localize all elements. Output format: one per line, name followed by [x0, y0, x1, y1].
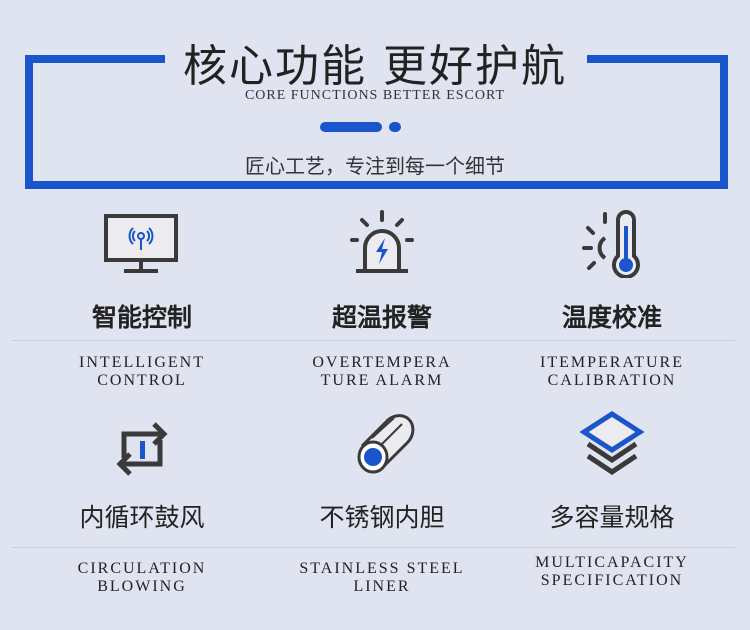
- page-title: 核心功能 更好护航: [183, 41, 567, 92]
- feature-title: 不锈钢内胆: [319, 503, 445, 532]
- decor-bar: [320, 122, 382, 132]
- thermometer-sun-icon: [582, 210, 640, 278]
- decor-dot: [389, 122, 401, 132]
- divider: [12, 547, 735, 548]
- feature-en-line: CIRCULATION: [77, 560, 207, 577]
- steel-tube-icon: [357, 414, 415, 474]
- feature-en-line: CALIBRATION: [547, 372, 677, 389]
- feature-en-line: TURE ALARM: [320, 372, 444, 389]
- feature-en-line: LINER: [353, 578, 411, 595]
- layers-icon: [579, 411, 645, 476]
- feature-en-line: SPECIFICATION: [540, 572, 684, 589]
- page-subtitle: CORE FUNCTIONS BETTER ESCORT: [244, 88, 506, 103]
- divider: [12, 340, 735, 341]
- alarm-light-icon: [350, 210, 414, 273]
- feature-title: 超温报警: [331, 303, 432, 332]
- feature-title: 内循环鼓风: [79, 503, 205, 532]
- feature-title: 智能控制: [91, 303, 192, 332]
- feature-title: 多容量规格: [549, 503, 675, 532]
- slogan: 匠心工艺，专注到每一个细节: [245, 154, 505, 178]
- feature-title: 温度校准: [561, 303, 662, 332]
- frame-gap: [165, 50, 587, 70]
- feature-en-line: CONTROL: [97, 372, 187, 389]
- feature-en-line: OVERTEMPERA: [312, 354, 452, 371]
- feature-en-line: ITEMPERATURE: [540, 354, 684, 371]
- monitor-signal-icon: [104, 214, 178, 273]
- feature-en-line: STAINLESS STEEL: [299, 560, 465, 577]
- circulation-arrows-icon: [116, 422, 168, 476]
- feature-en-line: BLOWING: [97, 578, 187, 595]
- feature-en-line: INTELLIGENT: [79, 354, 205, 371]
- feature-en-line: MULTICAPACITY: [535, 554, 689, 571]
